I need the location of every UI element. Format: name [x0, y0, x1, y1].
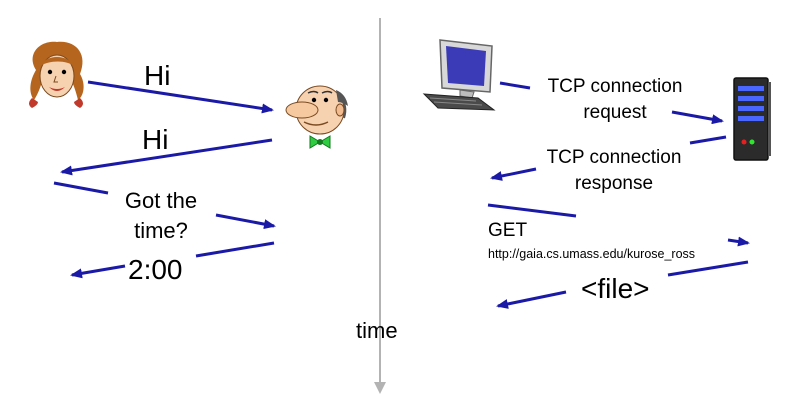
arrow-2-00-a [195, 241, 275, 258]
msg-hi-1: Hi [144, 60, 171, 91]
arrow-get-b [727, 236, 750, 247]
msg-get-url: http://gaia.cs.umass.edu/kurose_ross [488, 247, 696, 261]
arrow-hi-1 [87, 80, 274, 114]
arrow-get-a [487, 203, 577, 218]
msg-tcp-response: TCP connection response [546, 147, 682, 194]
msg-file: <file> [581, 273, 650, 304]
msg-hi-2: Hi [142, 124, 169, 155]
msg-get-method: GET [488, 220, 528, 241]
msg-tcp-request: TCP connection request [547, 76, 683, 123]
arrow-got-time-a [53, 181, 109, 195]
msg-got-the-time: Got the time? [124, 188, 198, 243]
arrow-tcp-response-a [689, 135, 727, 145]
arrow-file-a [667, 260, 749, 277]
arrow-got-time-b [215, 213, 276, 230]
time-label: time [356, 318, 398, 343]
woman-face-icon [29, 41, 84, 108]
man-face-icon [285, 85, 348, 149]
server-icon [733, 77, 771, 161]
desktop-computer-icon [422, 39, 496, 111]
arrow-file-b [496, 290, 567, 309]
arrow-tcp-response-b [490, 167, 537, 181]
arrow-hi-2 [60, 138, 273, 176]
arrow-tcp-request-a [499, 81, 531, 90]
msg-2-00: 2:00 [128, 254, 183, 285]
arrow-2-00-b [70, 264, 126, 279]
arrow-tcp-request-b [671, 110, 724, 125]
